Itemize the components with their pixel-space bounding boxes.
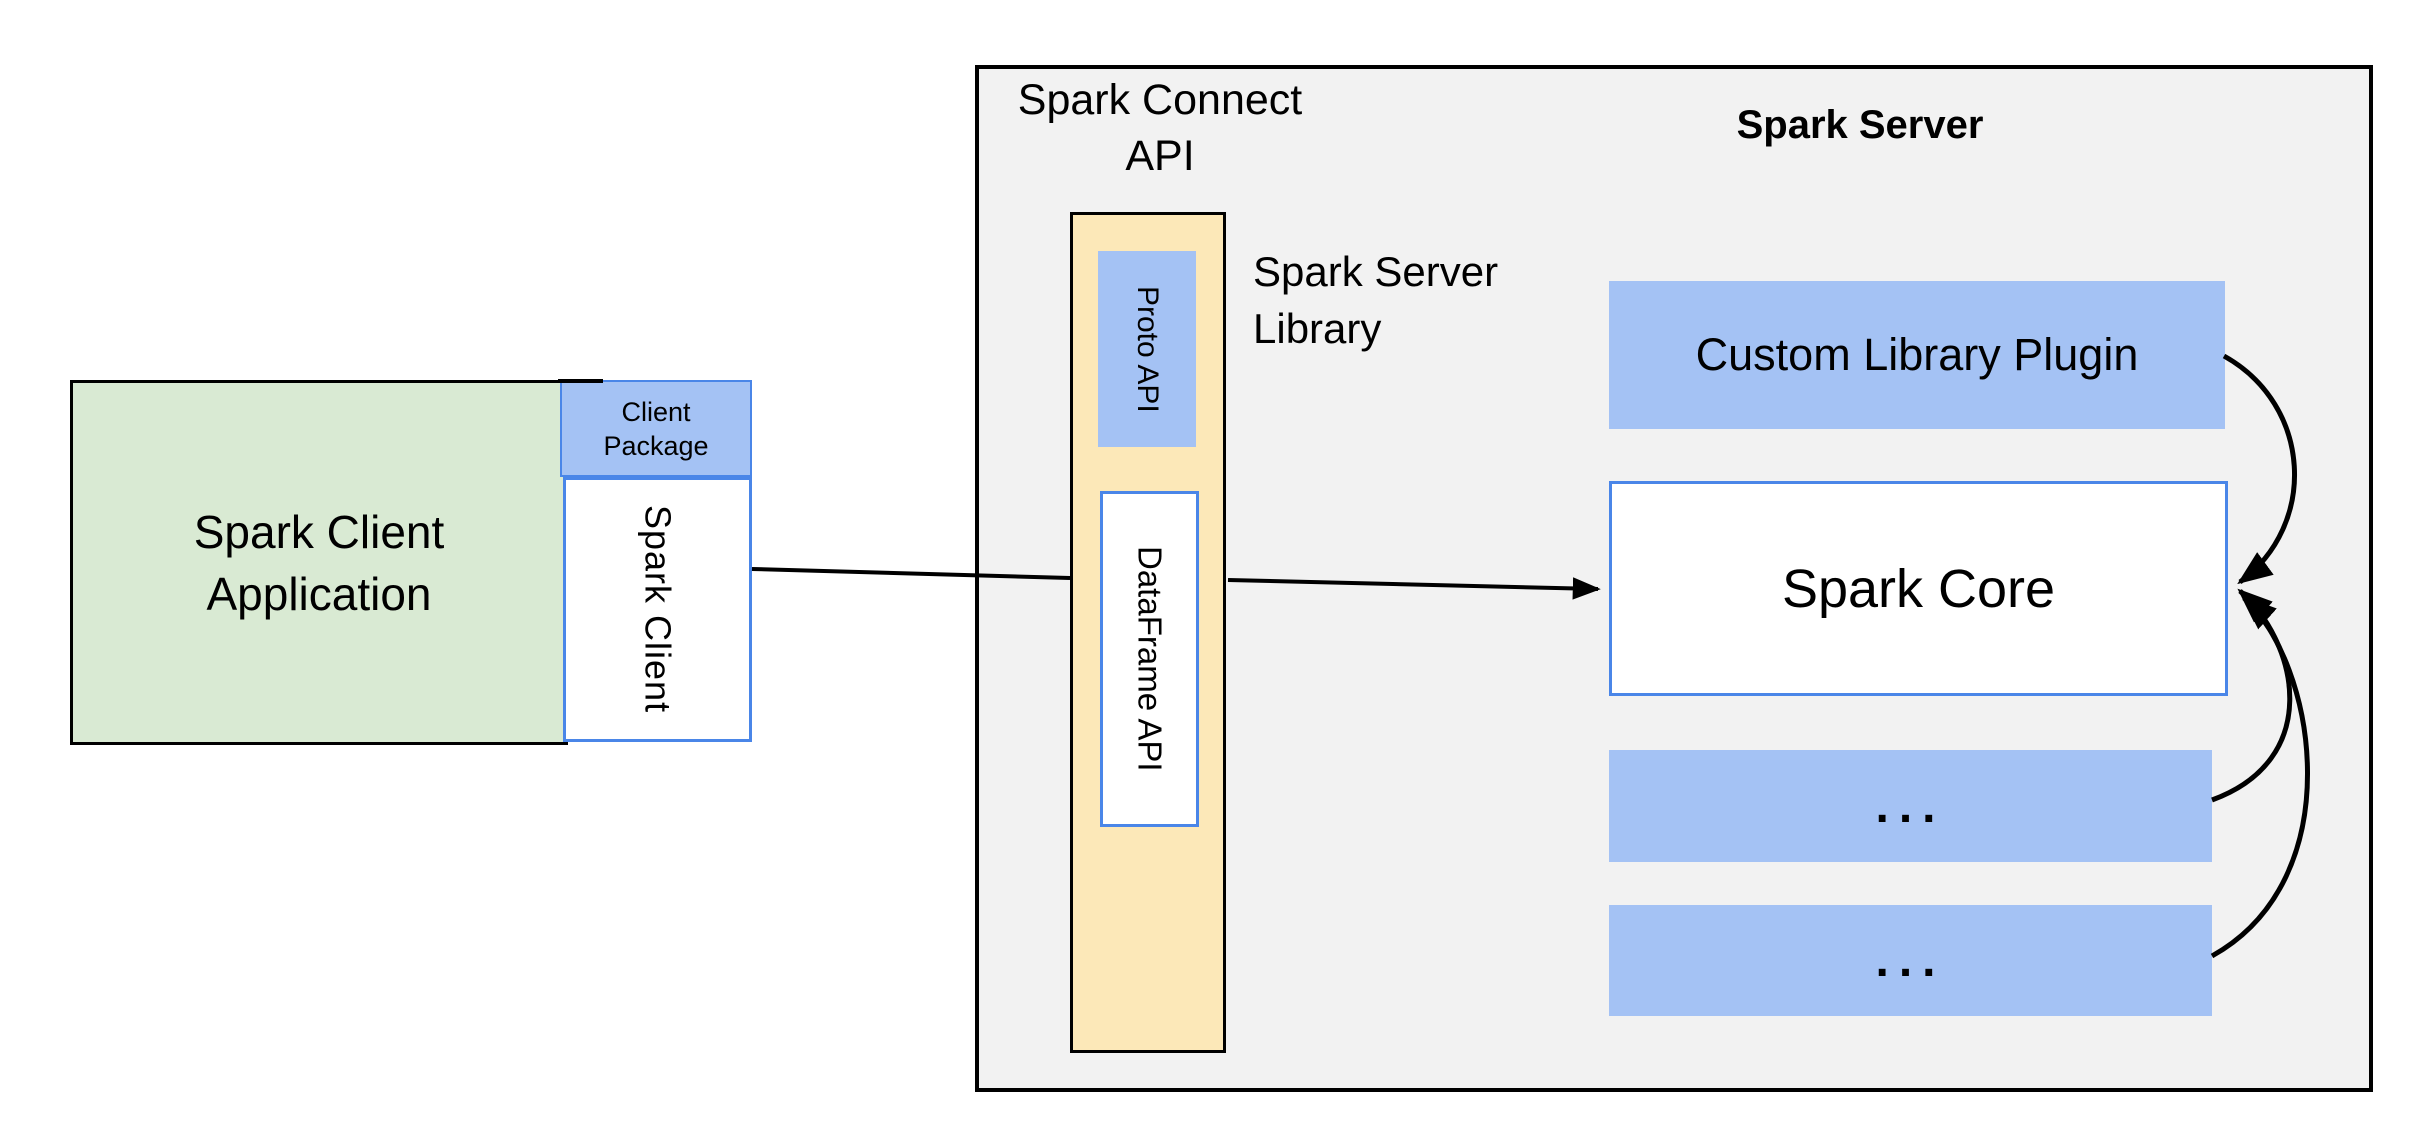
spark-server-library-label: Spark Server Library xyxy=(1253,248,1499,352)
client-package-label: Client Package xyxy=(603,396,709,461)
custom-library-plugin-box: Custom Library Plugin xyxy=(1609,281,2225,429)
other-plugin-box-2: ... xyxy=(1609,905,2212,1016)
spark-client-label: Spark Client xyxy=(637,505,679,714)
proto-api-label: Proto API xyxy=(1131,285,1164,413)
dataframe-api-label: DataFrame API xyxy=(1131,546,1169,772)
client-package-box: Client Package xyxy=(560,380,752,477)
spark-client-application-box: Spark Client Application xyxy=(70,380,568,745)
spark-core-box: Spark Core xyxy=(1609,481,2228,696)
spark-connect-api-title: Spark Connect API xyxy=(1017,76,1303,180)
other-plugin-ellipsis-1: ... xyxy=(1875,779,1946,833)
other-plugin-ellipsis-2: ... xyxy=(1875,934,1946,987)
custom-library-plugin-label: Custom Library Plugin xyxy=(1695,329,2139,380)
spark-client-application-label: Spark Client Application xyxy=(193,505,445,620)
spark-server-title: Spark Server xyxy=(1736,103,1984,147)
other-plugin-box-1: ... xyxy=(1609,750,2212,862)
dataframe-api-box: DataFrame API xyxy=(1100,491,1199,827)
proto-api-box: Proto API xyxy=(1098,251,1196,447)
spark-core-label: Spark Core xyxy=(1781,558,2056,619)
spark-client-box: Spark Client xyxy=(563,477,752,742)
